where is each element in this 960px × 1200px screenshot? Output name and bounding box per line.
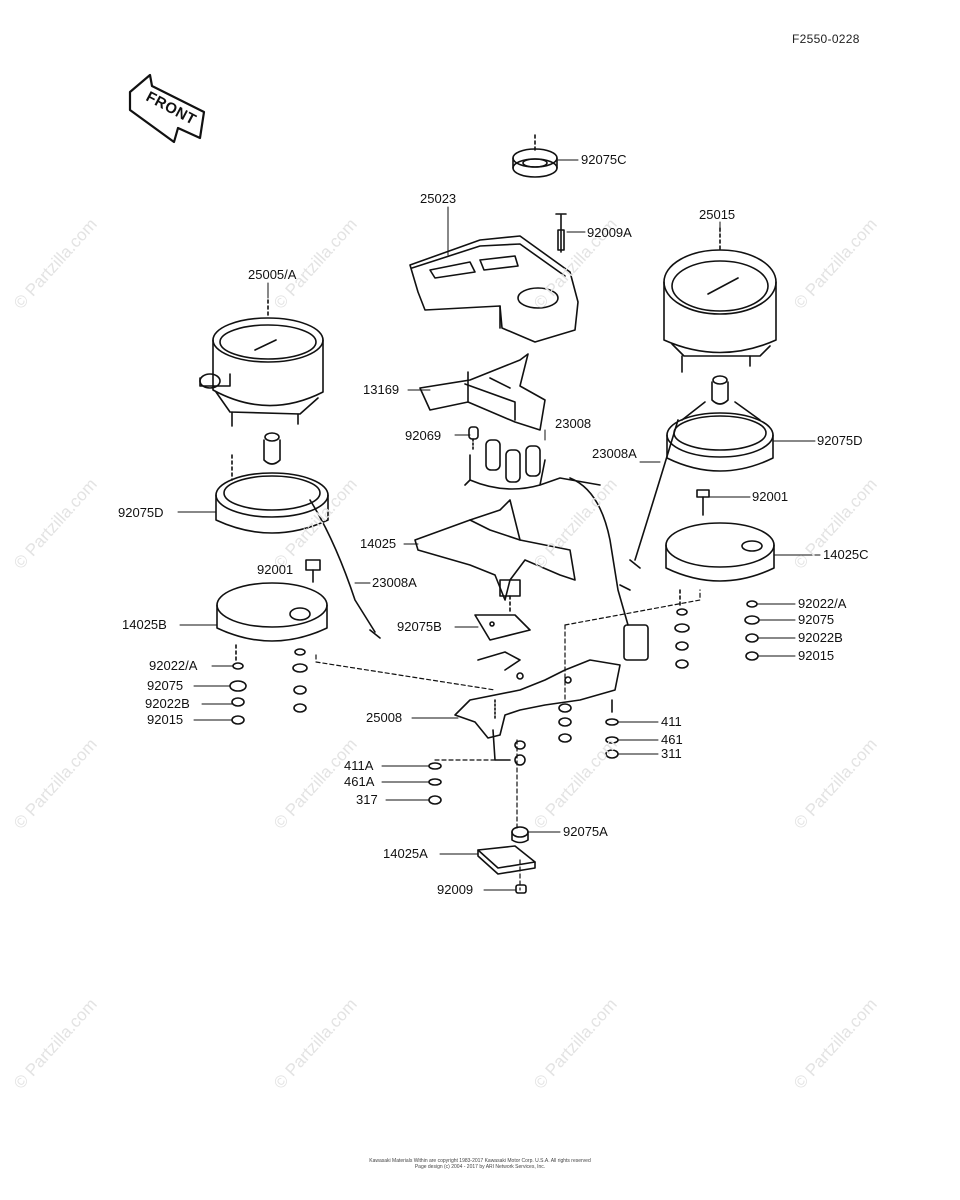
part-label-92069: 92069 (405, 428, 442, 443)
meter-cover-25023-icon (409, 235, 579, 343)
plate-14025a-icon (477, 845, 536, 875)
part-label-92022a-right: 92022/A (798, 596, 847, 611)
part-label-317: 317 (356, 792, 378, 807)
part-label-23008: 23008 (555, 416, 592, 431)
speedometer-25005-icon (199, 299, 324, 427)
wire-23008a-upper-icon (634, 419, 679, 561)
part-label-92001-right: 92001 (752, 489, 789, 504)
part-label-23008a-left: 23008A (372, 575, 417, 590)
part-label-92009a: 92009A (587, 225, 632, 240)
wire-23008a-right-icon (569, 477, 629, 626)
diagram-code: F2550-0228 (792, 32, 860, 46)
part-label-92022b-left: 92022B (145, 696, 190, 711)
part-label-92075-left: 92075 (147, 678, 184, 693)
part-label-92075-right: 92075 (798, 612, 835, 627)
part-label-14025a: 14025A (383, 846, 428, 861)
part-label-13169: 13169 (363, 382, 400, 397)
part-label-461a: 461A (344, 774, 375, 789)
part-label-92022a-left: 92022/A (149, 658, 198, 673)
part-label-92001-left: 92001 (257, 562, 294, 577)
front-indicator: FRONT (124, 74, 206, 150)
tachometer-25015-icon (663, 227, 777, 373)
case-14025b-icon (216, 582, 328, 661)
part-label-92075d-left: 92075D (118, 505, 164, 520)
copyright-line-2: Page design (c) 2004 - 2017 by ARI Netwo… (414, 1164, 546, 1170)
connector-icon (623, 624, 649, 661)
front-label: FRONT (143, 88, 199, 129)
copyright-line-1: Kawasaki Materials Within are copyright … (369, 1158, 591, 1164)
part-label-92015-right: 92015 (798, 648, 835, 663)
nuts-left-icon (229, 648, 308, 725)
part-label-25005a: 25005/A (248, 267, 297, 282)
pad-92075b-icon (474, 614, 531, 641)
part-label-92075b: 92075B (397, 619, 442, 634)
case-14025c-icon (665, 522, 775, 606)
part-label-92075c: 92075C (581, 152, 627, 167)
stay-25008-icon (454, 651, 621, 761)
part-label-25015: 25015 (699, 207, 736, 222)
part-label-411: 411 (661, 714, 682, 729)
leader-lines (177, 159, 821, 891)
screw-92001-right-icon (696, 489, 710, 516)
screw-92001-left-icon (305, 559, 321, 583)
bracket-14025-icon (414, 499, 576, 613)
part-label-23008a-right: 23008A (592, 446, 637, 461)
part-label-25023: 25023 (420, 191, 457, 206)
part-label-92022b-right: 92022B (798, 630, 843, 645)
part-label-14025b: 14025B (122, 617, 167, 632)
grommet-92075c-icon (512, 134, 558, 178)
wire-23008a-left-icon (309, 499, 376, 633)
part-label-14025c: 14025C (823, 547, 869, 562)
cup-92075d-right-icon (666, 375, 774, 472)
part-label-14025: 14025 (360, 536, 397, 551)
bulb-92069-icon (468, 426, 479, 451)
part-label-92075d-right: 92075D (817, 433, 863, 448)
screw-92009-icon (515, 884, 527, 894)
bracket-13169-icon (419, 353, 546, 431)
part-label-92075a: 92075A (563, 824, 608, 839)
part-label-461: 461 (661, 732, 683, 747)
part-label-25008: 25008 (366, 710, 403, 725)
front-arrow-icon (128, 73, 206, 144)
socket-23008-icon (464, 439, 601, 490)
nuts-right-icon (674, 600, 760, 669)
part-label-311: 311 (661, 746, 682, 761)
part-label-411a: 411A (344, 758, 374, 773)
washers-left-icon (428, 762, 442, 805)
nuts-center-icon (514, 703, 572, 766)
screw-92009a-icon (555, 213, 567, 253)
copyright-footer: Kawasaki Materials Within are copyright … (330, 1158, 630, 1170)
part-label-92015-left: 92015 (147, 712, 184, 727)
grommet-92075a-icon (511, 826, 529, 844)
part-label-92009: 92009 (437, 882, 474, 897)
assembly-lines (315, 589, 701, 891)
